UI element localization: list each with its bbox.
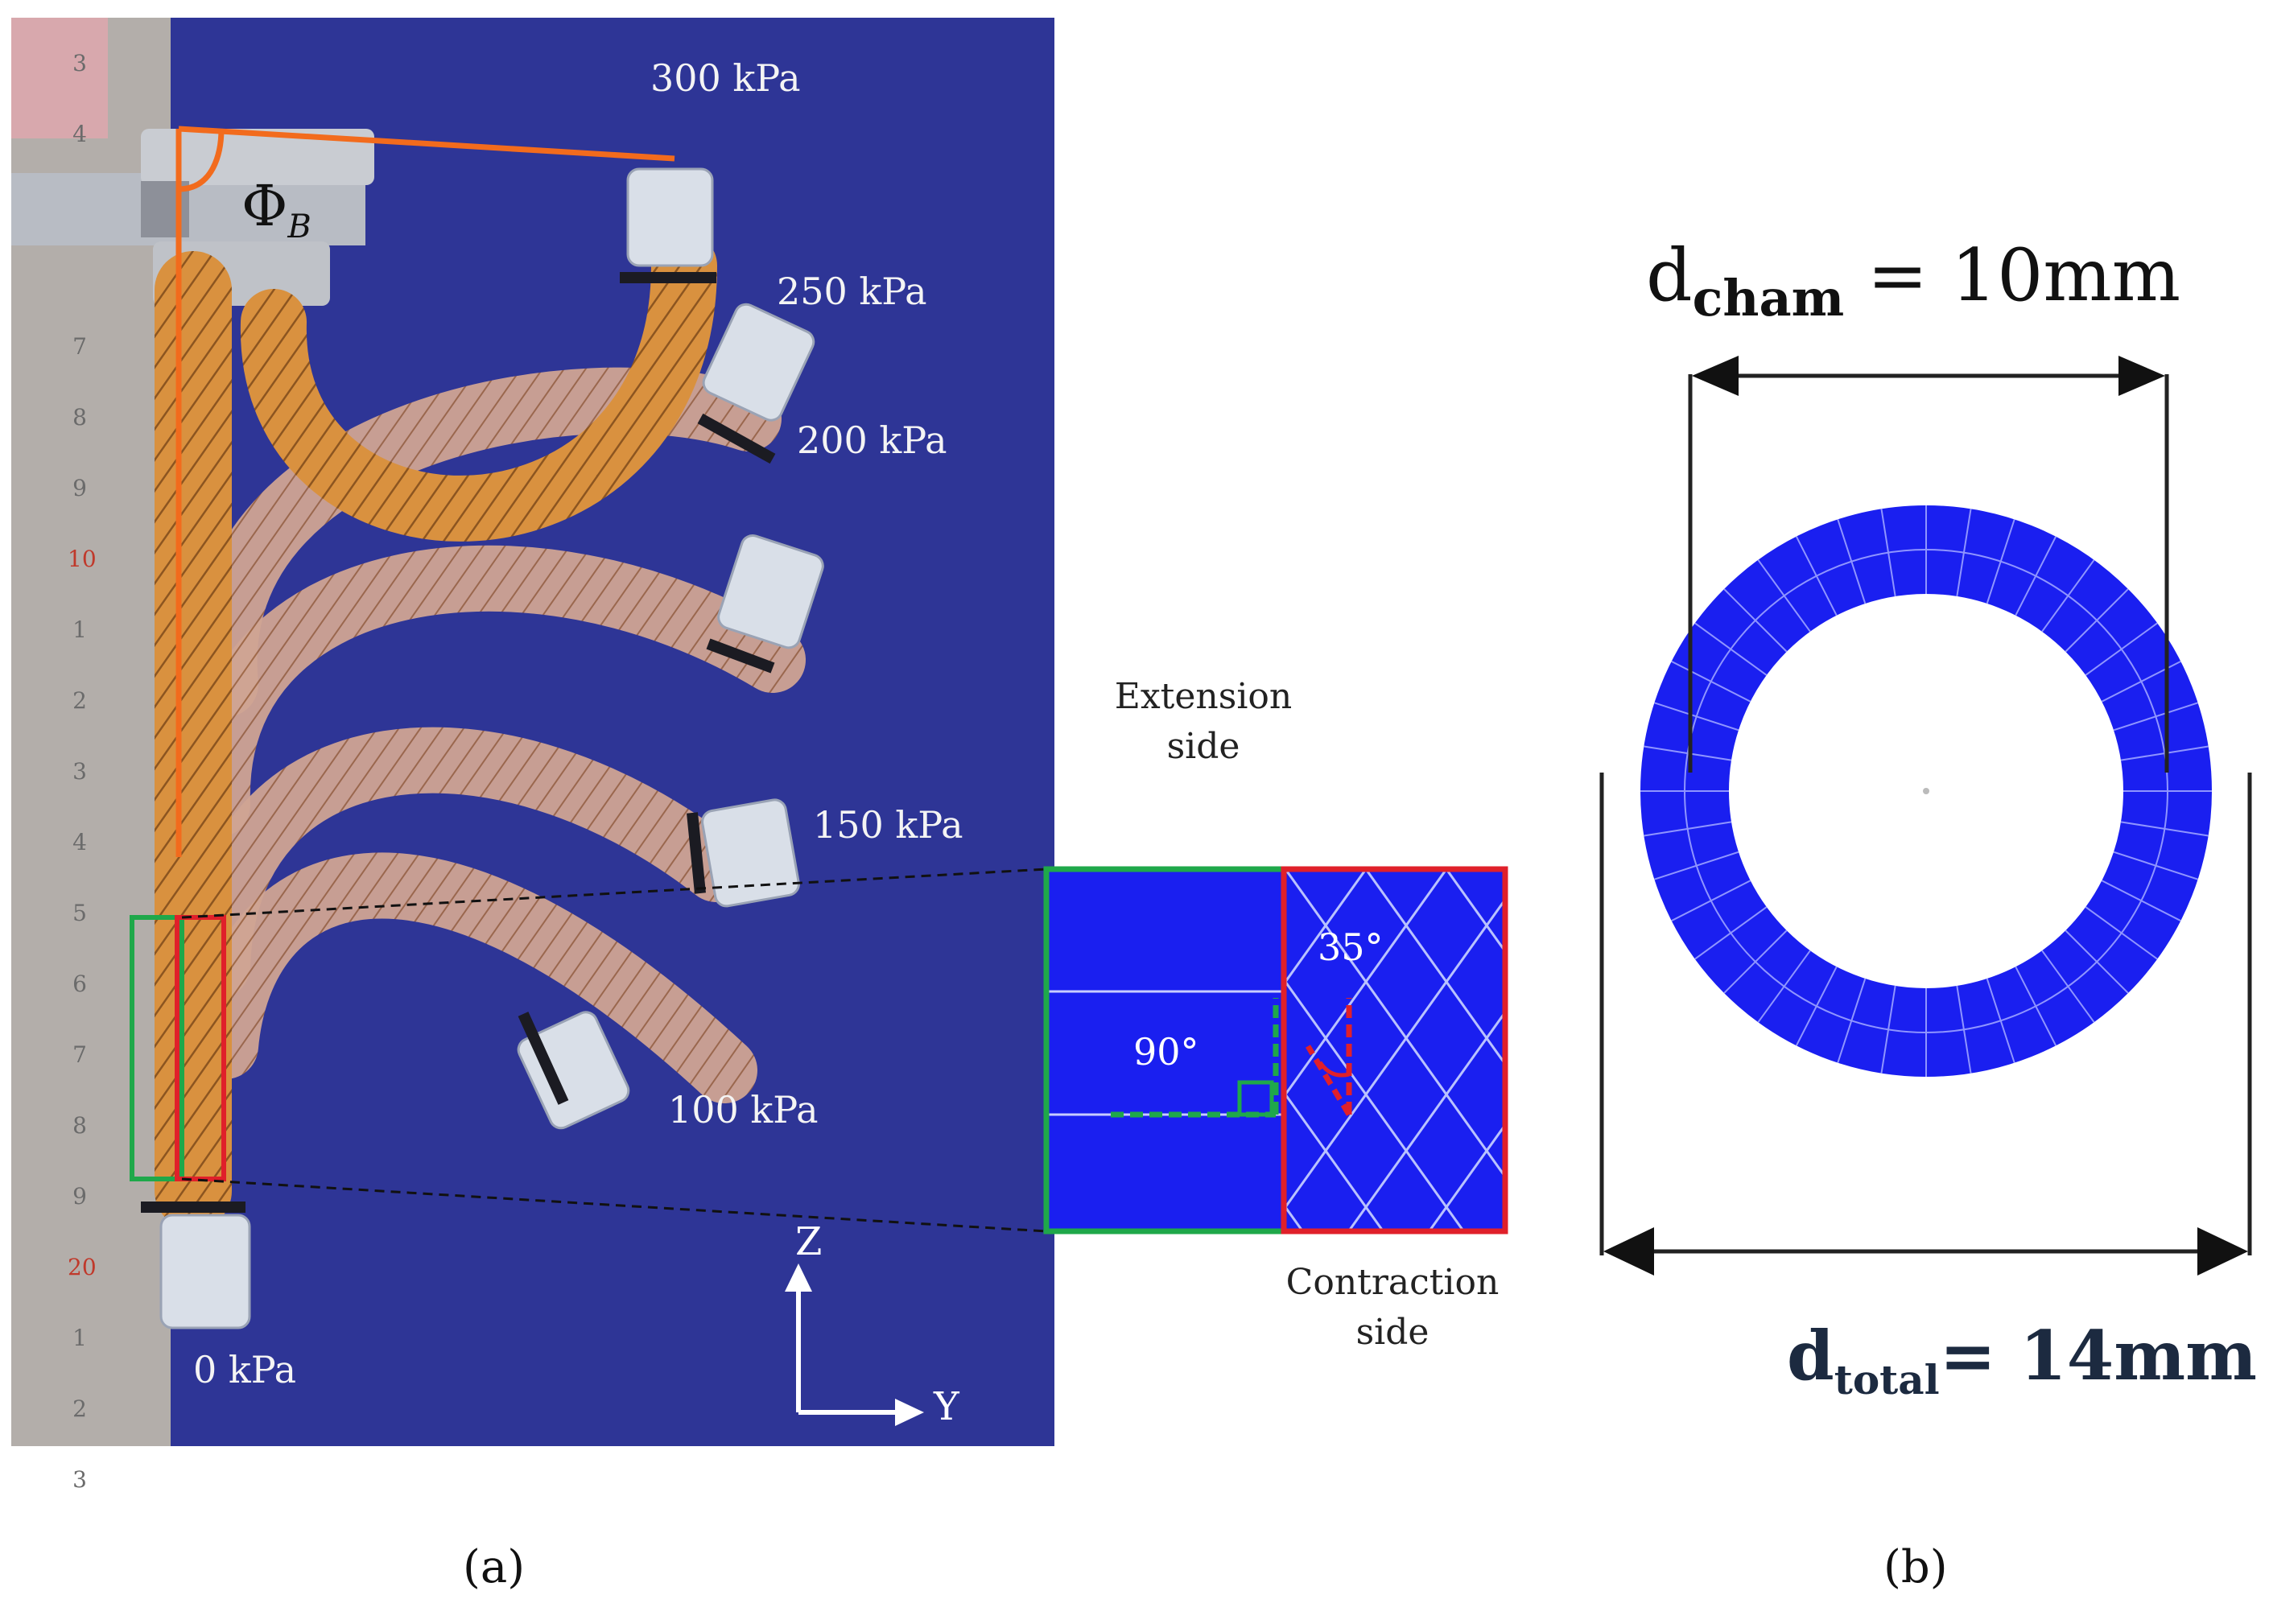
ruler-mark: 8: [72, 1112, 87, 1139]
chamber-diameter-label: dcham = 10mm: [1646, 233, 2180, 328]
ruler-mark: 4: [72, 121, 87, 147]
bend-angle-lines: [175, 126, 675, 857]
ruler-mark: 1: [72, 1325, 87, 1351]
ruler-mark: 2: [72, 1395, 87, 1422]
ruler-marks: 3 4 7 8 9 10 1 2 3 4 5 6 7 8 9 20 1 2 3: [68, 28, 97, 1515]
phi-symbol: Φ: [241, 173, 288, 239]
ruler-mark: 4: [72, 829, 87, 855]
d-total-symbol: d: [1787, 1316, 1834, 1395]
ruler-mark: 20: [68, 1254, 97, 1280]
angle-35-label: 35°: [1318, 925, 1384, 969]
contraction-side-label: Contraction side: [1285, 1262, 1500, 1353]
d-cham-value: = 10mm: [1844, 233, 2181, 318]
ruler-mark: 9: [72, 1183, 87, 1210]
ruler-mark: 1: [72, 616, 87, 643]
caption-b: (b): [1883, 1541, 1948, 1593]
ruler-mark: 8: [72, 404, 87, 431]
d-cham-subscript: cham: [1692, 269, 1845, 328]
d-total-value: = 14mm: [1939, 1316, 2257, 1395]
ruler-mark: 9: [72, 475, 87, 501]
angle-90-label: 90°: [1133, 1030, 1199, 1074]
bend-angle-label: ΦB: [241, 173, 311, 245]
ruler-mark: 3: [72, 758, 87, 785]
axis-arrows: [785, 1263, 924, 1426]
ruler-mark: 7: [72, 1041, 87, 1068]
d-cham-symbol: d: [1646, 233, 1693, 318]
inset-contraction: [1284, 869, 1505, 1231]
ruler-mark: 10: [68, 546, 97, 572]
ruler-mark: 3: [72, 1466, 87, 1493]
phi-subscript: B: [287, 208, 311, 245]
axis-z-label: Z: [795, 1219, 823, 1264]
pressure-label-250: 250 kPa: [777, 270, 927, 313]
pressure-label-150: 150 kPa: [813, 803, 963, 847]
dimension-lines: [1599, 356, 2252, 1276]
d-total-subscript: total: [1834, 1355, 1940, 1403]
ruler-mark: 5: [72, 900, 87, 926]
ruler-mark: 2: [72, 687, 87, 714]
ruler-mark: 6: [72, 971, 87, 997]
ruler-mark: 3: [72, 50, 87, 76]
extension-side-label: Extension side: [1114, 676, 1293, 767]
inset-extension: [1046, 869, 1284, 1231]
axis-y-label: Y: [934, 1384, 959, 1429]
pressure-label-300: 300 kPa: [650, 56, 801, 100]
end-caps: [159, 167, 824, 1329]
caption-a: (a): [463, 1541, 526, 1593]
total-diameter-label: dtotal= 14mm: [1787, 1316, 2257, 1403]
pressure-label-200: 200 kPa: [797, 418, 947, 462]
actuator-curves: [155, 233, 806, 1230]
pressure-label-0: 0 kPa: [193, 1348, 297, 1391]
pressure-label-100: 100 kPa: [668, 1088, 819, 1131]
extension-box: [130, 915, 184, 1181]
ruler-mark: 7: [72, 333, 87, 360]
